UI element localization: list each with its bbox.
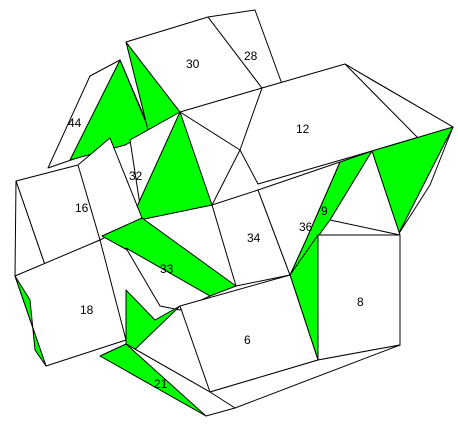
label-36: 36 [299,220,313,234]
face-33-white [125,247,211,311]
face-right-white [397,126,454,236]
label-8: 8 [357,295,364,309]
face-36-white [257,161,341,276]
label-9: 9 [321,204,328,218]
label-16: 16 [75,201,89,215]
label-32: 32 [129,169,143,183]
label-28: 28 [244,49,258,63]
label-12: 12 [296,122,310,136]
face-32-green [129,111,213,223]
label-34: 34 [247,231,261,245]
face-9-white [329,150,401,236]
face-44-green [69,59,151,161]
label-18: 18 [80,303,94,317]
label-30: 30 [186,57,200,71]
label-6: 6 [244,333,251,347]
face-18-green [14,275,47,367]
label-33: 33 [160,262,174,276]
label-44: 44 [68,116,82,130]
face-bottom-right [209,344,401,409]
label-21: 21 [154,377,168,391]
